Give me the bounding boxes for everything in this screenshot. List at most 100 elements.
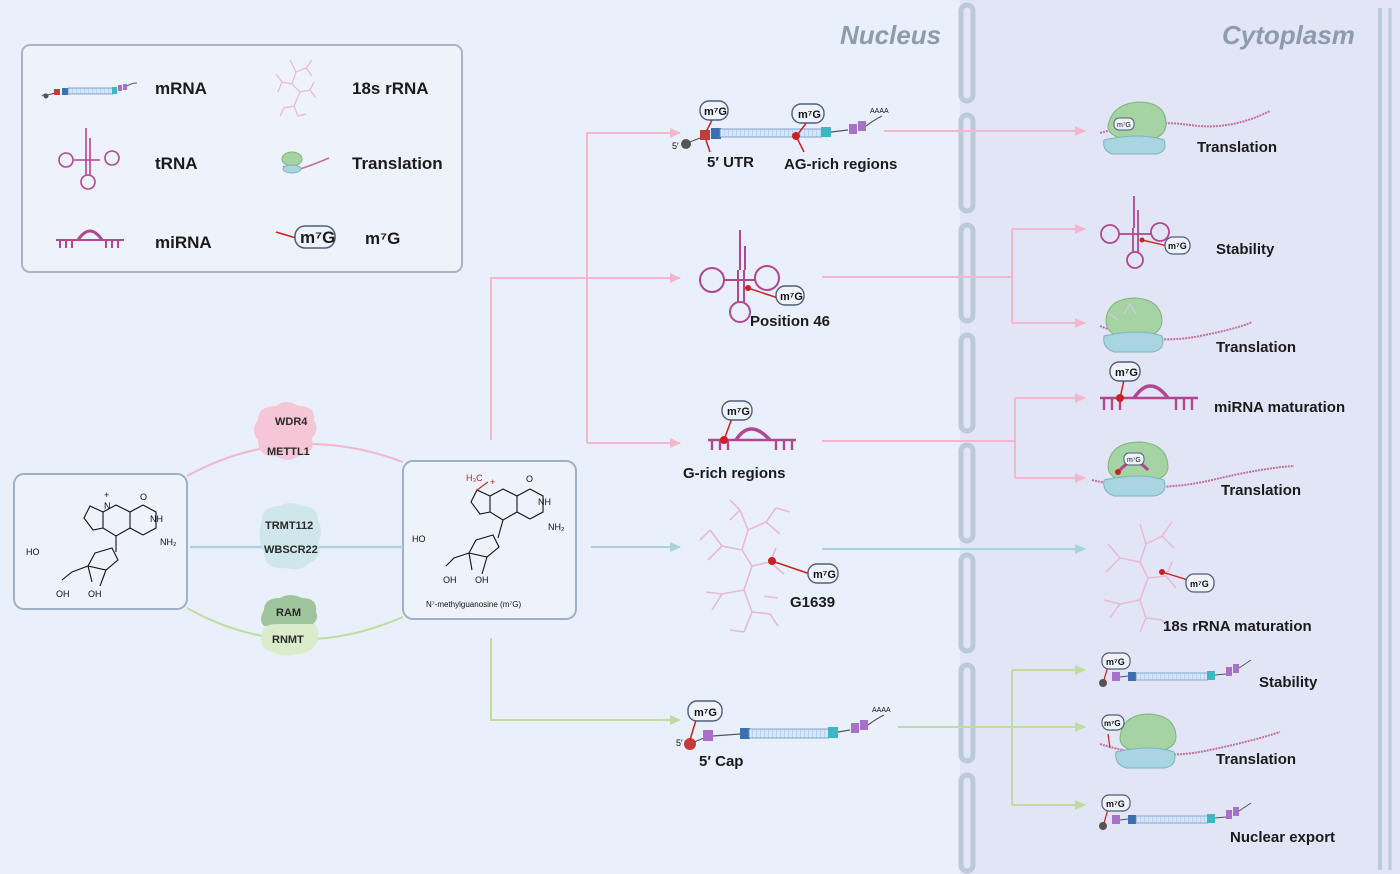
target-rrna [699,499,791,633]
svg-text:m⁷G: m⁷G [1190,579,1209,589]
legend-m7g-icon: m⁷G [275,225,336,249]
label-g1639: G1639 [790,594,835,611]
legend-m7g-label: m⁷G [365,229,400,248]
svg-text:O: O [526,474,533,484]
legend-rrna-label: 18s rRNA [352,79,429,98]
mirna-badge: m⁷G [721,400,753,421]
target-mrna-cap: 5′ AAAA m⁷G [676,700,891,750]
label-position46: Position 46 [750,313,830,330]
svg-text:m⁷G: m⁷G [1117,122,1131,129]
svg-text:m⁷G: m⁷G [1115,367,1138,379]
outcome-stability-1: Stability [1216,241,1275,258]
svg-text:O: O [140,492,147,502]
rrna-badge: m⁷G [807,563,839,584]
cytoplasm-title: Cytoplasm [1222,20,1355,50]
svg-text:m⁷G: m⁷G [1106,657,1125,667]
trna-m7g-pointer [747,287,779,299]
svg-text:m⁷G: m⁷G [704,106,727,118]
mirna-m7g-site [720,436,728,444]
svg-text:m⁷G: m⁷G [780,291,803,303]
target-trna [699,230,780,323]
outcome-translation-1: Translation [1197,139,1277,156]
legend: mRNA 18s rRNA tRNA Translation [21,44,463,273]
enzyme-wbscr22: WBSCR22 [264,544,318,556]
nucleus-title: Nucleus [840,20,941,50]
svg-text:m⁷G: m⁷G [798,109,821,121]
trna-m7g-site [745,285,751,291]
outcome-nuclear-export-graphic: m⁷G [1099,794,1252,830]
outcome-mirna-badge: m⁷G [1109,361,1141,382]
svg-text:NH: NH [150,514,163,524]
legend-mirna-icon [56,229,124,248]
enzyme-trmt112-wbscr22: TRMT112 WBSCR22 [259,503,321,570]
svg-text:5′: 5′ [676,738,683,748]
svg-text:m⁷G: m⁷G [1106,799,1125,809]
outcome-rrna-graphic [1103,521,1177,633]
svg-text:N: N [104,501,111,511]
svg-text:m⁷G: m⁷G [813,569,836,581]
label-g-rich: G-rich regions [683,465,786,482]
svg-text:OH: OH [443,575,457,585]
enzyme-rnmt: RNMT [272,634,304,646]
svg-text:m⁷G: m⁷G [300,228,335,247]
svg-text:HO: HO [26,547,40,557]
outcome-translation-3: Translation [1221,482,1301,499]
outcome-translation-2: Translation [1216,339,1296,356]
svg-text:m⁷G: m⁷G [1168,241,1187,251]
m7g-molecule-box: H₃C + O NH NH₂ HO OH OH N⁷-methylguanosi… [402,460,577,620]
svg-text:m⁷G: m⁷G [727,406,750,418]
svg-text:AAAA: AAAA [872,707,891,714]
outcome-nuclear-export: Nuclear export [1230,829,1335,846]
svg-text:OH: OH [56,589,70,599]
outcome-translation-cap-graphic: m⁷G [1099,713,1281,769]
legend-translation-label: Translation [352,154,443,173]
outcome-translation-mrna-graphic: m⁷G [1099,101,1271,155]
legend-trna-label: tRNA [155,154,198,173]
green-arrows [490,638,1086,810]
legend-mrna-icon [41,82,138,99]
enzyme-wdr4-mettl1: WDR4 METTL1 [254,402,317,460]
svg-text:H₃C: H₃C [466,473,483,483]
svg-text:OH: OH [88,589,102,599]
label-5utr: 5′ UTR [707,154,754,171]
enzyme-ram-rnmt: RAM RNMT [261,595,319,656]
enzyme-ram: RAM [276,607,301,619]
teal-arrows [591,542,1086,554]
svg-text:NH₂: NH₂ [548,522,565,532]
svg-text:NH₂: NH₂ [160,537,177,547]
legend-mrna-label: mRNA [155,79,207,98]
svg-text:NH: NH [538,497,551,507]
legend-mirna-label: miRNA [155,233,212,252]
legend-rrna-icon [275,59,317,117]
label-5cap: 5′ Cap [699,753,743,770]
cytoplasm-background [960,0,1400,874]
svg-text:AAAA: AAAA [870,108,889,115]
nuclear-membrane [958,2,976,874]
outcome-stability-mrna-graphic: m⁷G [1099,652,1252,687]
svg-text:5′: 5′ [672,141,679,151]
guanosine-box: N + O NH NH₂ HO OH OH [13,473,188,610]
enzyme-mettl1: METTL1 [267,446,310,458]
outcome-stability-2: Stability [1259,674,1318,691]
enzyme-wdr4: WDR4 [275,416,308,428]
target-mrna-utr: 5′ AAAA m⁷G m⁷G [672,100,889,153]
svg-text:m⁷G: m⁷G [694,707,717,719]
enzyme-trmt112: TRMT112 [265,520,313,532]
m7g-caption: N⁷-methylguanosine (m⁷G) [426,600,521,609]
pink-arrows [490,126,1086,483]
svg-text:+: + [104,490,109,500]
outcome-stability-trna-graphic [1100,196,1170,269]
trna-badge: m⁷G [775,285,805,306]
rrna-m7g-site [768,557,776,565]
outcome-stability-badge: m⁷G [1164,236,1191,255]
svg-text:m⁷G: m⁷G [1104,719,1121,728]
outcome-mirna-maturation: miRNA maturation [1214,399,1345,416]
legend-trna-icon [58,128,120,190]
outcome-rrna-badge: m⁷G [1185,573,1215,593]
outcome-translation-trna-graphic [1099,297,1253,353]
svg-text:HO: HO [412,534,426,544]
outcome-translation-4: Translation [1216,751,1296,768]
svg-text:+: + [490,477,495,487]
